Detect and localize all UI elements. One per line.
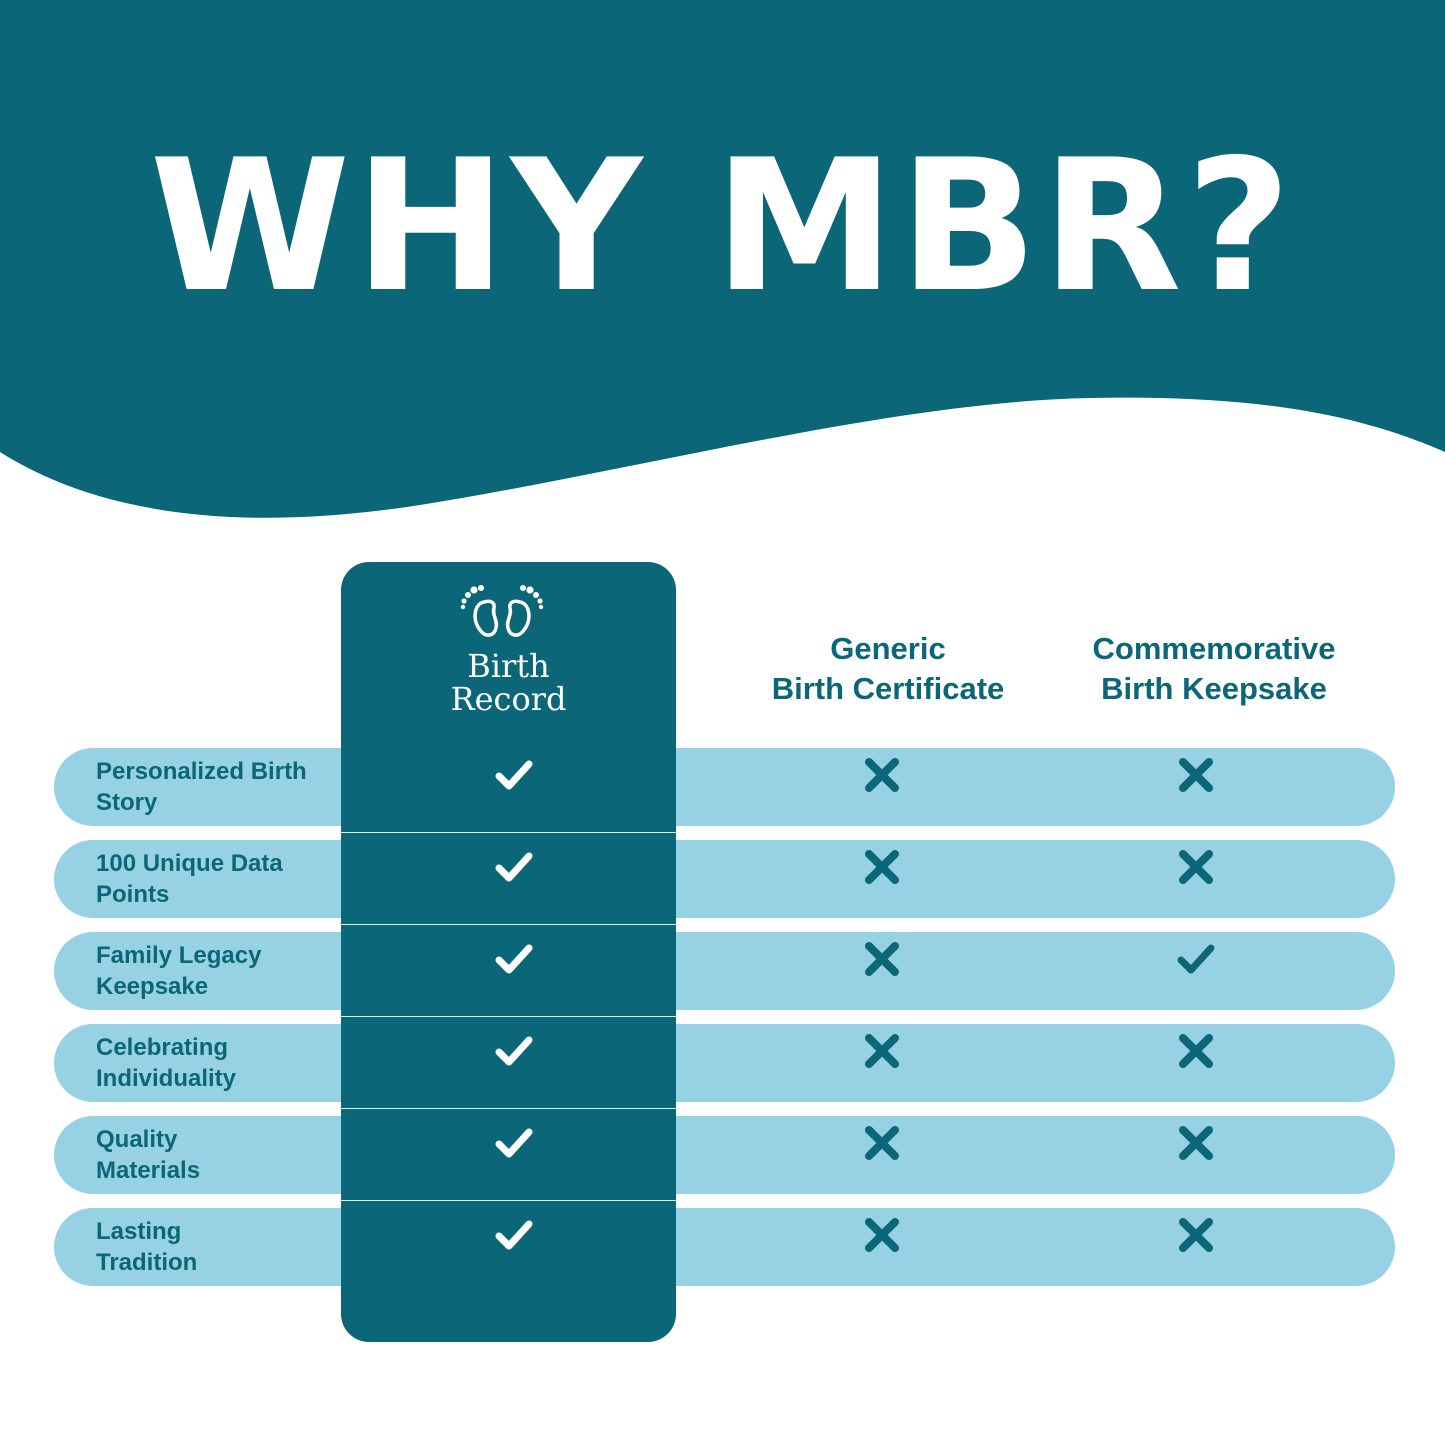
page-headline: WHY MBR?	[149, 120, 1296, 332]
header-wave-background	[0, 0, 1445, 518]
row-feature-label: Family Legacy Keepsake	[96, 942, 262, 1000]
cross-icon	[1179, 758, 1213, 792]
check-icon	[1177, 944, 1215, 974]
row-feature-label: Quality Materials	[96, 1126, 201, 1184]
row-feature-label: Celebrating Individuality	[96, 1034, 237, 1092]
cross-icon	[865, 942, 899, 976]
cross-icon	[865, 1034, 899, 1068]
row-divider	[341, 1200, 676, 1201]
row-feature-label: Lasting Tradition	[96, 1218, 198, 1276]
check-icon	[495, 760, 533, 790]
comparison-row	[54, 748, 1395, 826]
baby-feet-icon	[460, 585, 544, 637]
cross-icon	[1179, 1034, 1213, 1068]
check-icon	[495, 1220, 533, 1250]
comparison-row	[54, 840, 1395, 918]
column-header-generic: Generic Birth Certificate	[771, 631, 1005, 706]
check-icon	[495, 852, 533, 882]
cross-icon	[1179, 1218, 1213, 1252]
birth-record-logo-text: Birth Record	[450, 647, 567, 718]
column-header-keepsake: Commemorative Birth Keepsake	[1092, 631, 1336, 706]
row-feature-label: 100 Unique Data Points	[96, 850, 283, 908]
check-icon	[495, 1036, 533, 1066]
row-divider	[341, 1016, 676, 1017]
mbr-column	[341, 562, 676, 1342]
comparison-row	[54, 1208, 1395, 1286]
cross-icon	[865, 850, 899, 884]
comparison-row	[54, 1024, 1395, 1102]
cross-icon	[865, 1218, 899, 1252]
comparison-row	[54, 1116, 1395, 1194]
check-icon	[495, 1128, 533, 1158]
row-divider	[341, 924, 676, 925]
row-feature-label: Personalized Birth Story	[96, 758, 307, 816]
row-divider	[341, 1108, 676, 1109]
row-divider	[341, 832, 676, 833]
cross-icon	[865, 1126, 899, 1160]
cross-icon	[865, 758, 899, 792]
check-icon	[495, 944, 533, 974]
comparison-row	[54, 932, 1395, 1010]
cross-icon	[1179, 850, 1213, 884]
cross-icon	[1179, 1126, 1213, 1160]
